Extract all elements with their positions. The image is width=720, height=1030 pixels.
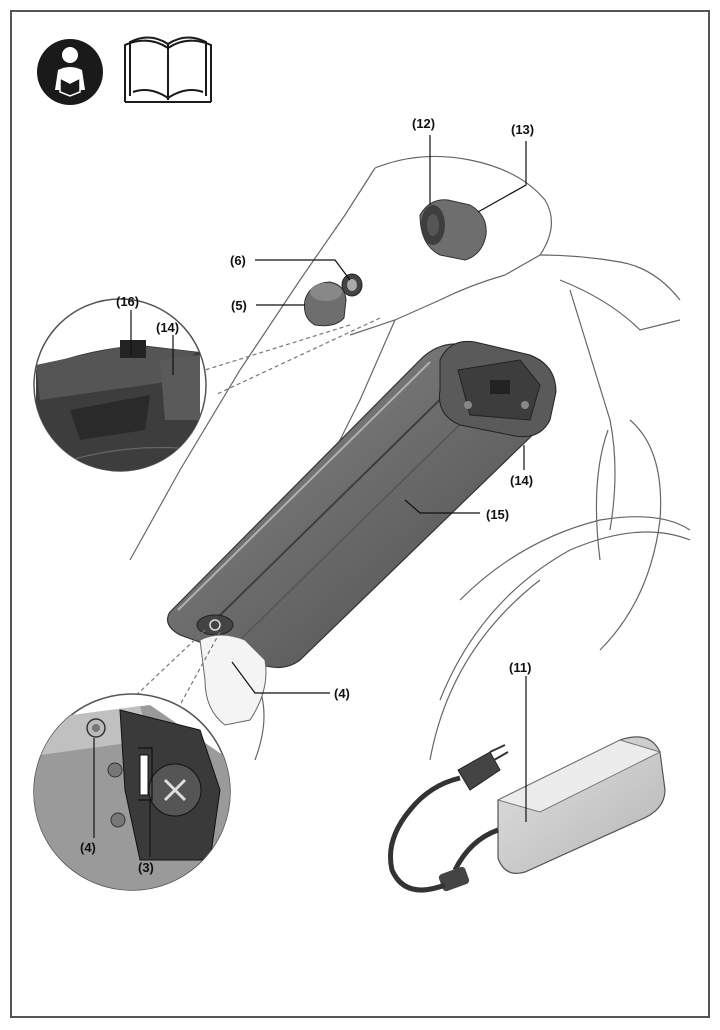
- callout-11: (11): [509, 660, 531, 675]
- callout-16: (16): [116, 294, 139, 309]
- callout-14-battery: (14): [510, 473, 533, 488]
- read-manual-icon: [37, 39, 103, 105]
- callout-15: (15): [486, 507, 509, 522]
- callout-5: (5): [231, 298, 247, 313]
- charger: [387, 736, 666, 893]
- bike-frame: [129, 155, 691, 761]
- callout-13: (13): [511, 122, 534, 137]
- callout-14-inset: (14): [156, 320, 179, 335]
- callout-3: (3): [138, 860, 154, 875]
- inset-battery-connector: [33, 693, 231, 891]
- callout-4-inset: (4): [80, 840, 96, 855]
- callout-12: (12): [412, 116, 435, 131]
- callout-4-main: (4): [334, 686, 350, 701]
- lock-cylinder-part: [341, 273, 363, 297]
- inset-upper-mount: [33, 298, 207, 472]
- book-icon: [124, 36, 212, 103]
- cover-cap-part: [304, 281, 347, 327]
- battery-holder-part: [419, 199, 487, 261]
- battery-pack: [167, 340, 557, 669]
- callout-6: (6): [230, 253, 246, 268]
